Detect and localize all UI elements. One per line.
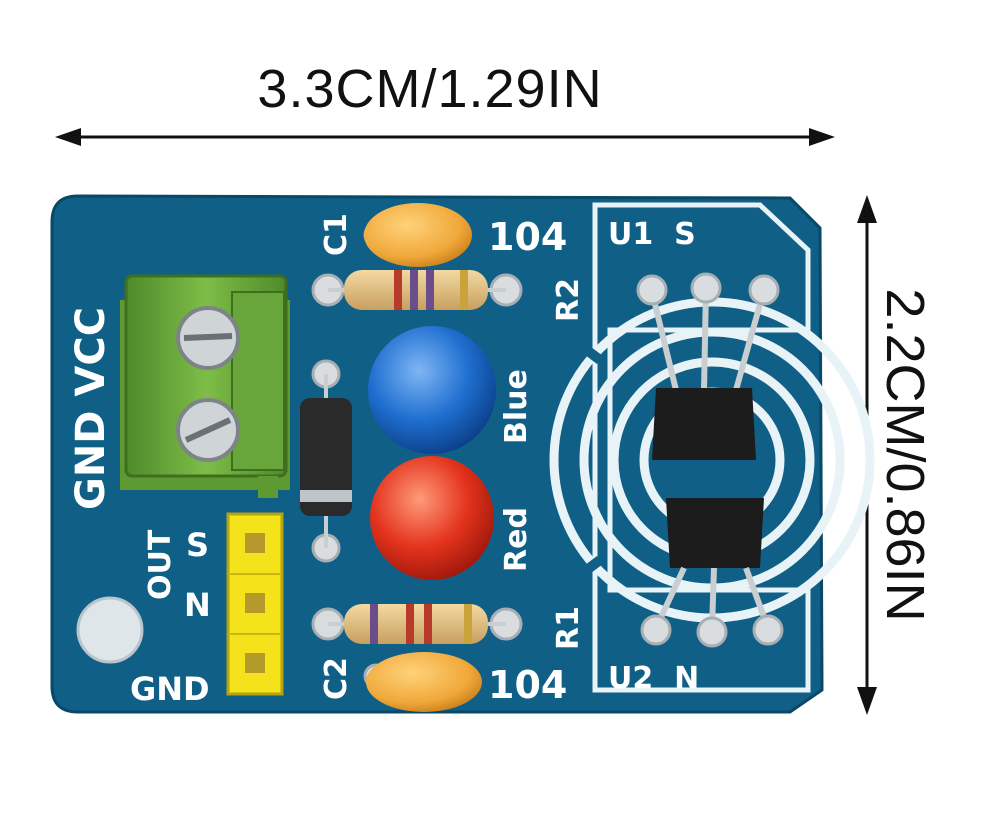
width-arrow xyxy=(55,128,835,146)
silk-c2-label: C2 xyxy=(319,657,354,700)
silk-n-label: N xyxy=(184,586,211,624)
led-red xyxy=(370,456,494,580)
silk-red-label: Red xyxy=(499,507,534,572)
silk-blue-label: Blue xyxy=(499,369,534,444)
silk-power-label: GND VCC xyxy=(68,307,114,510)
pin-header xyxy=(226,512,284,696)
resistor-r2 xyxy=(328,270,506,310)
diode xyxy=(300,374,352,548)
hall-sensor-u1 xyxy=(636,272,780,460)
silk-u1-label: U1 S xyxy=(608,217,696,252)
capacitor-c1 xyxy=(364,203,472,267)
silk-s-label: S xyxy=(186,526,209,564)
silk-out-label: OUT xyxy=(143,529,178,600)
led-blue xyxy=(368,326,496,454)
resistor-r1 xyxy=(328,604,506,644)
width-dimension-label: 3.3CM/1.29IN xyxy=(257,59,603,119)
silk-u2-label: U2 N xyxy=(608,661,699,696)
silk-cap-value-bottom: 104 xyxy=(488,663,567,707)
capacitor-c2 xyxy=(366,652,482,712)
hall-sensor-u2 xyxy=(640,498,784,648)
mounting-hole xyxy=(76,596,144,664)
silk-c1-label: C1 xyxy=(319,213,354,256)
silk-r1-label: R1 xyxy=(551,606,586,650)
silk-gnd-label: GND xyxy=(130,670,210,708)
silk-cap-value-top: 104 xyxy=(488,215,567,259)
silk-r2-label: R2 xyxy=(551,278,586,322)
screw-terminal xyxy=(120,274,290,498)
